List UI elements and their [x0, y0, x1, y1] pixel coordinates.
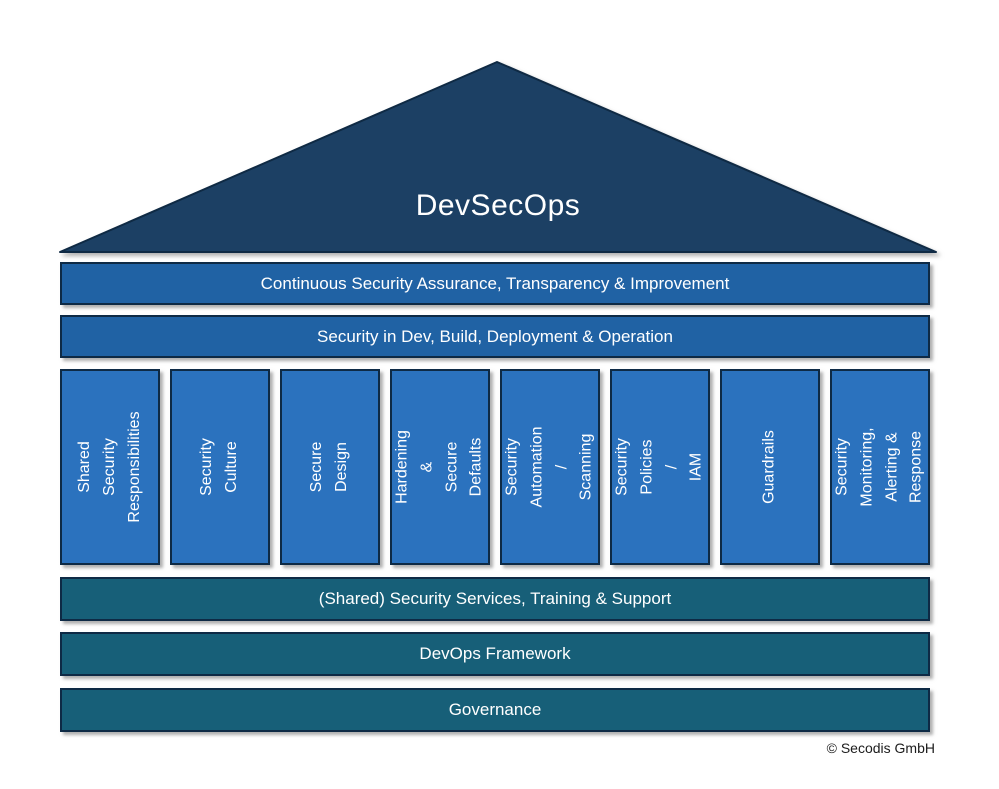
bar-continuous-security-assurance: Continuous Security Assurance, Transpare… — [60, 262, 930, 305]
pillar-guardrails: Guardrails — [720, 369, 820, 565]
pillar-secure-design: Secure Design — [280, 369, 380, 565]
roof-shape — [59, 61, 937, 253]
pillar-hardening-secure-defaults: Hardening & Secure Defaults — [390, 369, 490, 565]
pillar-security-monitoring-alerting-response: Security Monitoring, Alerting & Response — [830, 369, 930, 565]
copyright-notice: © Secodis GmbH — [826, 740, 935, 756]
pillar-label: Security Automation / Scanning — [503, 426, 595, 508]
pillar-shared-security-responsibilities: Shared Security Responsibilities — [60, 369, 160, 565]
bar-label: Security in Dev, Build, Deployment & Ope… — [317, 326, 673, 346]
bar-label: (Shared) Security Services, Training & S… — [318, 589, 672, 608]
diagram-title: DevSecOps — [415, 189, 581, 222]
bar-label: DevOps Framework — [419, 644, 571, 663]
pillar-label: Secure Design — [308, 441, 350, 493]
bar-label: Governance — [448, 700, 542, 719]
pillar-label: Security Monitoring, Alerting & Response — [833, 427, 925, 507]
pillar-label: Security Policies / IAM — [613, 438, 705, 496]
pillar-security-culture: Security Culture — [170, 369, 270, 565]
roof-triangle — [59, 61, 937, 253]
pillar-label: Security Culture — [198, 438, 240, 496]
pillars-row: Shared Security Responsibilities Securit… — [60, 369, 930, 565]
pillar-security-automation-scanning: Security Automation / Scanning — [500, 369, 600, 565]
pillar-label: Shared Security Responsibilities — [75, 411, 143, 523]
bar-governance: Governance — [60, 688, 930, 732]
pillar-label: Hardening & Secure Defaults — [393, 430, 485, 504]
bar-shared-security-services: (Shared) Security Services, Training & S… — [60, 577, 930, 621]
bar-label: Continuous Security Assurance, Transpare… — [260, 273, 730, 293]
pillar-security-policies-iam: Security Policies / IAM — [610, 369, 710, 565]
bar-security-in-dev-build: Security in Dev, Build, Deployment & Ope… — [60, 315, 930, 358]
bar-devops-framework: DevOps Framework — [60, 632, 930, 676]
pillar-label: Guardrails — [760, 430, 778, 504]
